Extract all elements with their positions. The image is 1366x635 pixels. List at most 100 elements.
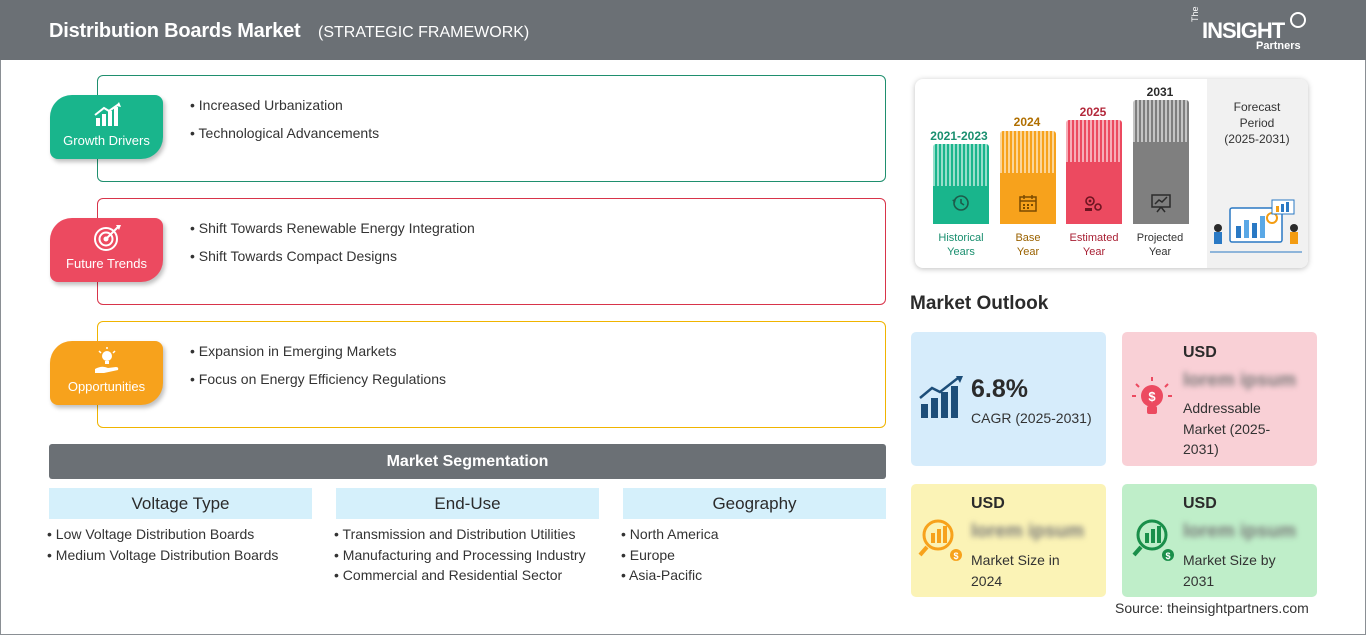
timeline-caption-historical: Historical Years [926, 231, 996, 259]
list-item: Shift Towards Renewable Energy Integrati… [190, 219, 475, 247]
history-icon [950, 192, 972, 214]
gears-icon [1083, 192, 1105, 214]
label-line: Addressable [1183, 400, 1261, 416]
caption-line: Year [1082, 246, 1106, 258]
presentation-icon [1150, 192, 1172, 214]
svg-text:$: $ [953, 551, 958, 561]
label-line: 2024 [971, 572, 1003, 589]
timeline-bar-estimated [1066, 120, 1122, 224]
list-item: Focus on Energy Efficiency Regulations [190, 370, 446, 398]
list-item: Shift Towards Compact Designs [190, 247, 475, 275]
timeline-year-historical: 2021-2023 [930, 129, 988, 143]
label-line: Market Size by [1183, 552, 1276, 568]
segment-heading-voltage-type: Voltage Type [49, 488, 312, 519]
list-item: North America [621, 525, 719, 546]
size-2024-value-blurred: lorem ipsum [971, 521, 1084, 542]
timeline-caption-projected: Projected Year [1125, 231, 1195, 259]
forecast-period-text: Forecast Period (2025-2031) [1214, 99, 1300, 147]
geography-list: North America Europe Asia-Pacific [621, 525, 719, 587]
magnifier-chart-icon: $ [918, 517, 964, 568]
voltage-type-list: Low Voltage Distribution Boards Medium V… [47, 525, 279, 567]
bar-chart-icon [50, 101, 163, 129]
future-trends-list: Shift Towards Renewable Energy Integrati… [190, 219, 475, 275]
logo-main-text: INSIGHT [1202, 18, 1285, 43]
list-item: Expansion in Emerging Markets [190, 342, 446, 370]
forecast-line: Forecast [1233, 100, 1281, 114]
segment-heading-geography: Geography [623, 488, 886, 519]
bar-stripes [933, 144, 989, 186]
caption-line: Year [1016, 246, 1040, 258]
timeline-caption-base: Base Year [993, 231, 1063, 259]
bar-stripes [1133, 100, 1189, 142]
opportunities-badge: Opportunities [50, 341, 163, 405]
label-line: Market Size in [971, 552, 1060, 568]
insight-partners-logo[interactable]: The INSIGHT Partners [1190, 6, 1310, 52]
label-line: Market (2025- [1183, 420, 1271, 437]
timeline-caption-estimated: Estimated Year [1059, 231, 1129, 259]
lightbulb-hand-icon [50, 347, 163, 375]
badge-label: Growth Drivers [63, 133, 150, 148]
growth-drivers-box: Increased Urbanization Technological Adv… [97, 75, 886, 182]
opportunities-box: Expansion in Emerging Markets Focus on E… [97, 321, 886, 428]
growth-drivers-badge: Growth Drivers [50, 95, 163, 159]
list-item: Transmission and Distribution Utilities [334, 525, 586, 546]
opportunities-list: Expansion in Emerging Markets Focus on E… [190, 342, 446, 398]
growth-chart-icon [918, 376, 964, 425]
future-trends-box: Shift Towards Renewable Energy Integrati… [97, 198, 886, 305]
list-item: Technological Advancements [190, 124, 380, 152]
timeline-year-projected: 2031 [1146, 85, 1174, 99]
caption-line: Base [1015, 232, 1041, 244]
list-item: Medium Voltage Distribution Boards [47, 546, 279, 567]
caption-line: Years [947, 246, 975, 258]
list-item: Low Voltage Distribution Boards [47, 525, 278, 546]
addressable-currency: USD [1183, 344, 1217, 361]
source-credit: Source: theinsightpartners.com [1115, 600, 1309, 616]
logo-ring-icon [1290, 12, 1306, 28]
target-icon [50, 224, 163, 252]
list-item: Europe [621, 546, 719, 567]
timeline-year-estimated: 2025 [1079, 105, 1107, 119]
badge-label: Opportunities [67, 379, 146, 394]
caption-line: Year [1148, 246, 1172, 258]
cagr-value: 6.8% [971, 375, 1028, 403]
addressable-value-blurred: lorem ipsum [1183, 370, 1296, 391]
list-item: Increased Urbanization [190, 96, 379, 124]
magnifier-chart-green-icon: $ [1130, 517, 1176, 568]
size-2031-currency: USD [1183, 495, 1217, 512]
list-item: Asia-Pacific [621, 566, 719, 587]
cagr-label: CAGR (2025-2031) [971, 410, 1092, 426]
size-2031-value-blurred: lorem ipsum [1183, 521, 1296, 542]
growth-drivers-list: Increased Urbanization Technological Adv… [190, 96, 380, 152]
caption-line: Projected [1136, 232, 1184, 244]
logo-sub-text: Partners [1256, 40, 1301, 52]
size-2024-currency: USD [971, 495, 1005, 512]
addressable-label: Addressable Market (2025- 2031) [1183, 398, 1270, 460]
timeline-bar-projected [1133, 100, 1189, 224]
svg-text:$: $ [1165, 551, 1170, 561]
svg-text:$: $ [1148, 389, 1156, 404]
segmentation-title: Market Segmentation [49, 444, 886, 479]
page-title: Distribution Boards Market [49, 20, 301, 42]
bar-stripes [1066, 120, 1122, 162]
caption-line: Historical [938, 232, 984, 244]
timeline-year-base: 2024 [1013, 115, 1041, 129]
caption-line: Estimated [1069, 232, 1119, 244]
page-subtitle: (STRATEGIC FRAMEWORK) [318, 24, 530, 41]
label-line: 2031 [1183, 572, 1215, 589]
forecast-line: Period [1239, 116, 1275, 130]
analytics-people-illustration-icon [1210, 198, 1302, 261]
calendar-icon [1017, 192, 1039, 214]
forecast-line: (2025-2031) [1224, 132, 1290, 146]
end-use-list: Transmission and Distribution Utilities … [334, 525, 586, 587]
segment-heading-end-use: End-Use [336, 488, 599, 519]
list-item: Manufacturing and Processing Industry [334, 546, 586, 567]
dollar-bulb-icon: $ [1130, 376, 1174, 427]
label-line: 2031) [1183, 441, 1219, 457]
future-trends-badge: Future Trends [50, 218, 163, 282]
list-item: Commercial and Residential Sector [334, 566, 586, 587]
logo-the-text: The [1190, 6, 1200, 22]
badge-label: Future Trends [66, 256, 147, 271]
header-bar: Distribution Boards Market (STRATEGIC FR… [0, 0, 1366, 60]
bar-stripes [1000, 131, 1056, 173]
size-2031-label: Market Size by 2031 [1183, 550, 1276, 591]
